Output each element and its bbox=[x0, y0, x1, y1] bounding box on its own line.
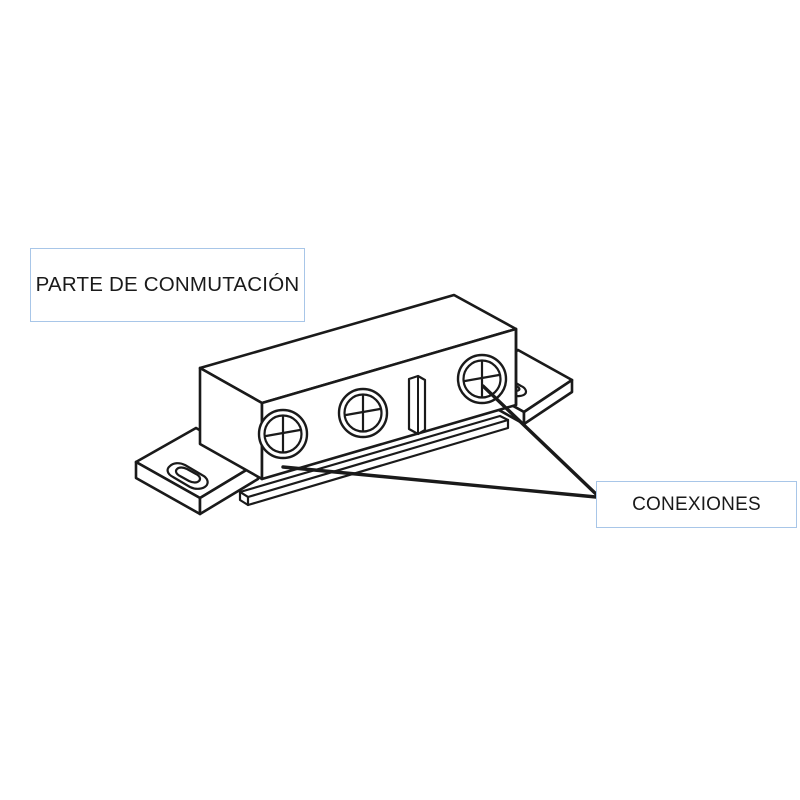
callout-conexiones-label: CONEXIONES bbox=[632, 493, 761, 515]
callout-parte-label: PARTE DE CONMUTACIÓN bbox=[35, 273, 300, 296]
terminal-rail bbox=[238, 414, 510, 507]
screw-terminal-2 bbox=[337, 387, 389, 439]
leader-line-screw-right bbox=[481, 384, 598, 496]
screw-terminal-3 bbox=[456, 353, 508, 405]
leader-line-terminal-rail bbox=[281, 465, 598, 499]
switch-body bbox=[198, 293, 518, 481]
left-mounting-flange bbox=[134, 426, 260, 516]
screw-terminal-1 bbox=[257, 408, 309, 460]
conexiones-leader-lines bbox=[281, 384, 598, 499]
callout-conexiones: CONEXIONES bbox=[596, 481, 797, 528]
vertical-tab bbox=[407, 374, 427, 436]
callout-parte-de-conmutacion: PARTE DE CONMUTACIÓN bbox=[30, 248, 305, 322]
